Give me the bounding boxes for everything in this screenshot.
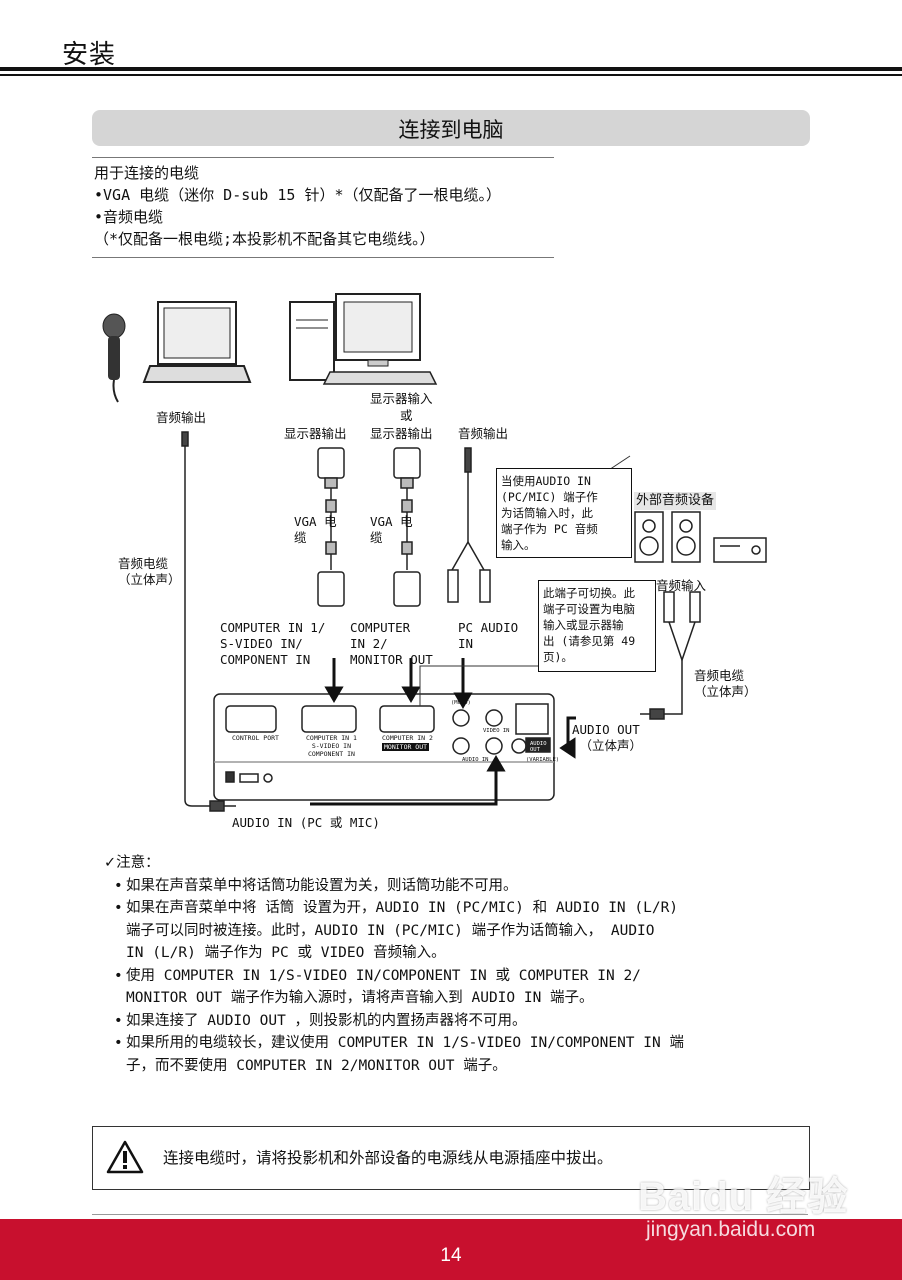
header-rule [0, 67, 902, 71]
label-monitor-out-b: 显示器输出 [370, 426, 433, 441]
watermark-logo: Baidu 经验 [638, 1175, 849, 1219]
cables-item-audio: •音频电缆 [94, 208, 164, 226]
label-vga-cable-a: VGA 电 缆 [294, 514, 337, 545]
panel-label-variable: (VARIABLE) [526, 757, 560, 763]
notes-section: ✓注意： 如果在声音菜单中将话筒功能设置为关，则话筒功能不可用。 如果在声音菜单… [104, 852, 804, 1077]
label-monitor-out-a: 显示器输出 [284, 426, 347, 441]
label-audio-cable-stereo: 音频电缆 （立体声） [118, 556, 181, 587]
vga-cable-b [393, 447, 421, 607]
label-audio-out-laptop: 音频输出 [156, 410, 207, 425]
warning-box: 连接电缆时，请将投影机和外部设备的电源线从电源插座中拔出。 [92, 1126, 810, 1190]
label-audio-out-stereo: AUDIO OUT （立体声） [572, 722, 643, 753]
baidu-watermark: Baidu 经验 jingyan.baidu.com [590, 1152, 890, 1252]
audio-cable-right [640, 591, 701, 720]
label-port-computer-in-2: COMPUTER IN 2/ MONITOR OUT [350, 620, 433, 667]
mic-input-note: 当使用AUDIO IN (PC/MIC) 端子作 为话筒输入时，此 端子作为 P… [496, 468, 632, 558]
desktop-pc-icon [289, 293, 438, 385]
speakers-icon [634, 511, 767, 563]
cables-top-rule [92, 157, 554, 158]
section-title: 连接到电脑 [398, 118, 504, 142]
notes-heading: ✓注意： [104, 855, 160, 871]
header-rule-thin [0, 74, 902, 76]
vga-cable-a [317, 447, 345, 607]
panel-label-monitor-out: MONITOR OUT [382, 743, 430, 751]
warning-text: 连接电缆时，请将投影机和外部设备的电源线从电源插座中拔出。 [163, 1149, 613, 1167]
section-title-bar: 连接到电脑 [92, 110, 810, 146]
footer-bar: 14 [0, 1219, 902, 1280]
panel-label-audio-in: AUDIO IN [462, 757, 489, 763]
cables-heading: 用于连接的电缆 [94, 164, 200, 182]
warning-triangle-icon [106, 1140, 144, 1174]
laptop-icon [142, 301, 252, 383]
pc-audio-cable [447, 447, 491, 603]
label-vga-cable-b: VGA 电 缆 [370, 514, 413, 545]
footer-rule [92, 1214, 808, 1215]
panel-label-control-port: CONTROL PORT [232, 734, 279, 742]
panel-label-computer-in-2: COMPUTER IN 2 [382, 734, 433, 742]
cables-item-vga: •VGA 电缆（迷你 D-sub 15 针）*（仅配备了一根电缆。） [94, 186, 501, 204]
label-external-audio: 外部音频设备 [634, 492, 717, 510]
panel-label-video-in: VIDEO IN [483, 728, 510, 734]
page-number: 14 [440, 1245, 462, 1266]
switch-terminal-note: 此端子可切换。此 端子可设置为电脑 输入或显示器输 出 (请参见第 49 页)。 [538, 580, 656, 672]
label-audio-in-pc-mic: AUDIO IN (PC 或 MIC) [232, 815, 380, 830]
audio-cable-left [181, 431, 236, 812]
label-or: 或 [400, 408, 413, 423]
panel-label-computer-in-1: COMPUTER IN 1 S-VIDEO IN COMPONENT IN [306, 734, 357, 758]
label-monitor-in: 显示器输入 [370, 391, 433, 406]
watermark-url: jingyan.baidu.com [646, 1218, 816, 1241]
note-item: 如果在声音菜单中将话筒功能设置为关，则话筒功能不可用。 [104, 875, 804, 898]
label-audio-out-pc: 音频输出 [458, 426, 509, 441]
label-audio-cable-stereo-right: 音频电缆 （立体声） [694, 668, 757, 699]
cables-item-note: （*仅配备一根电缆;本投影机不配备其它电缆线。） [94, 230, 435, 248]
label-port-computer-in-1: COMPUTER IN 1/ S-VIDEO IN/ COMPONENT IN [220, 620, 326, 667]
label-audio-in: 音频输入 [656, 578, 707, 593]
panel-label-mic: (MONO) [451, 700, 471, 706]
label-port-pc-audio: PC AUDIO IN [458, 620, 519, 651]
note-item: 如果在声音菜单中将 话筒 设置为开，AUDIO IN (PC/MIC) 和 AU… [104, 897, 804, 965]
note-item: 如果所用的电缆较长，建议使用 COMPUTER IN 1/S-VIDEO IN/… [104, 1032, 804, 1077]
note-item: 如果连接了 AUDIO OUT ，则投影机的内置扬声器将不可用。 [104, 1010, 804, 1033]
connection-arrows [310, 658, 576, 806]
note-item: 使用 COMPUTER IN 1/S-VIDEO IN/COMPONENT IN… [104, 965, 804, 1010]
panel-label-audio-out: AUDIO OUT [530, 741, 547, 753]
microphone-icon [102, 313, 126, 403]
cables-bottom-rule [92, 257, 554, 258]
page-header-title: 安装 [62, 40, 117, 70]
